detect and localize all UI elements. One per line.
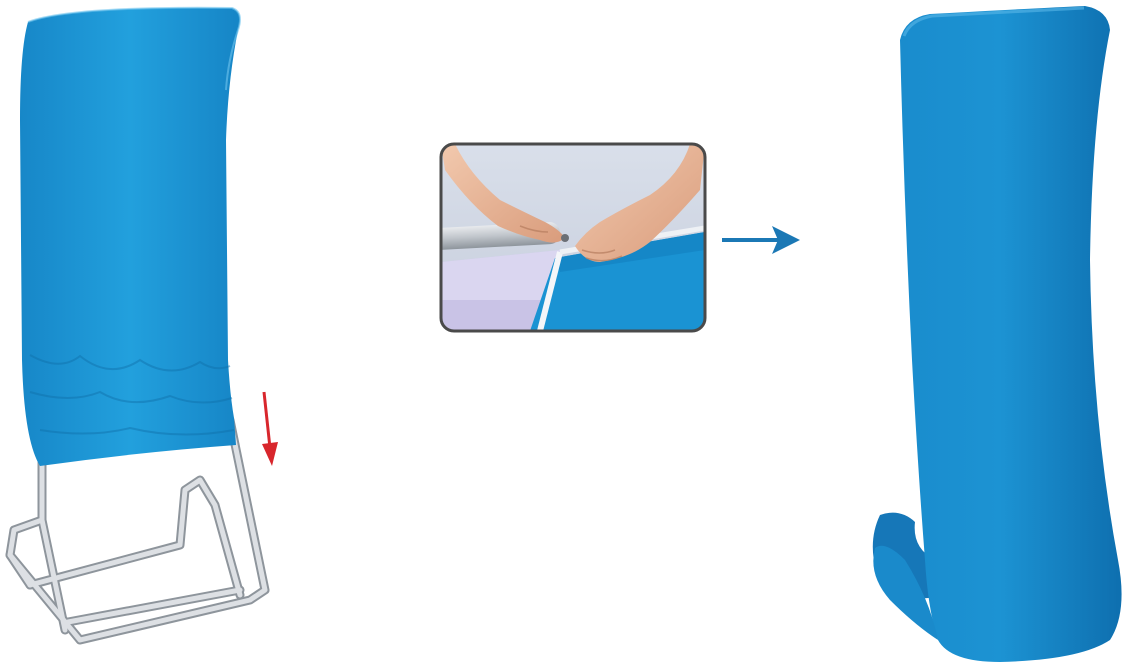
- frame-tubes: [5, 415, 270, 645]
- display-front-curl: [873, 545, 938, 640]
- photo-border: [439, 142, 707, 333]
- fabric-wrinkles: [29, 354, 235, 436]
- down-arrow-icon: [262, 391, 278, 466]
- zipping-fabric-closeup-photo: [439, 142, 707, 333]
- display-main-panel: [900, 6, 1122, 662]
- right-arrow-icon: [722, 226, 800, 254]
- assembled-curved-display: [872, 6, 1122, 662]
- fabric-sleeve: [20, 7, 240, 467]
- fabric-pulled-over-frame: [5, 6, 270, 645]
